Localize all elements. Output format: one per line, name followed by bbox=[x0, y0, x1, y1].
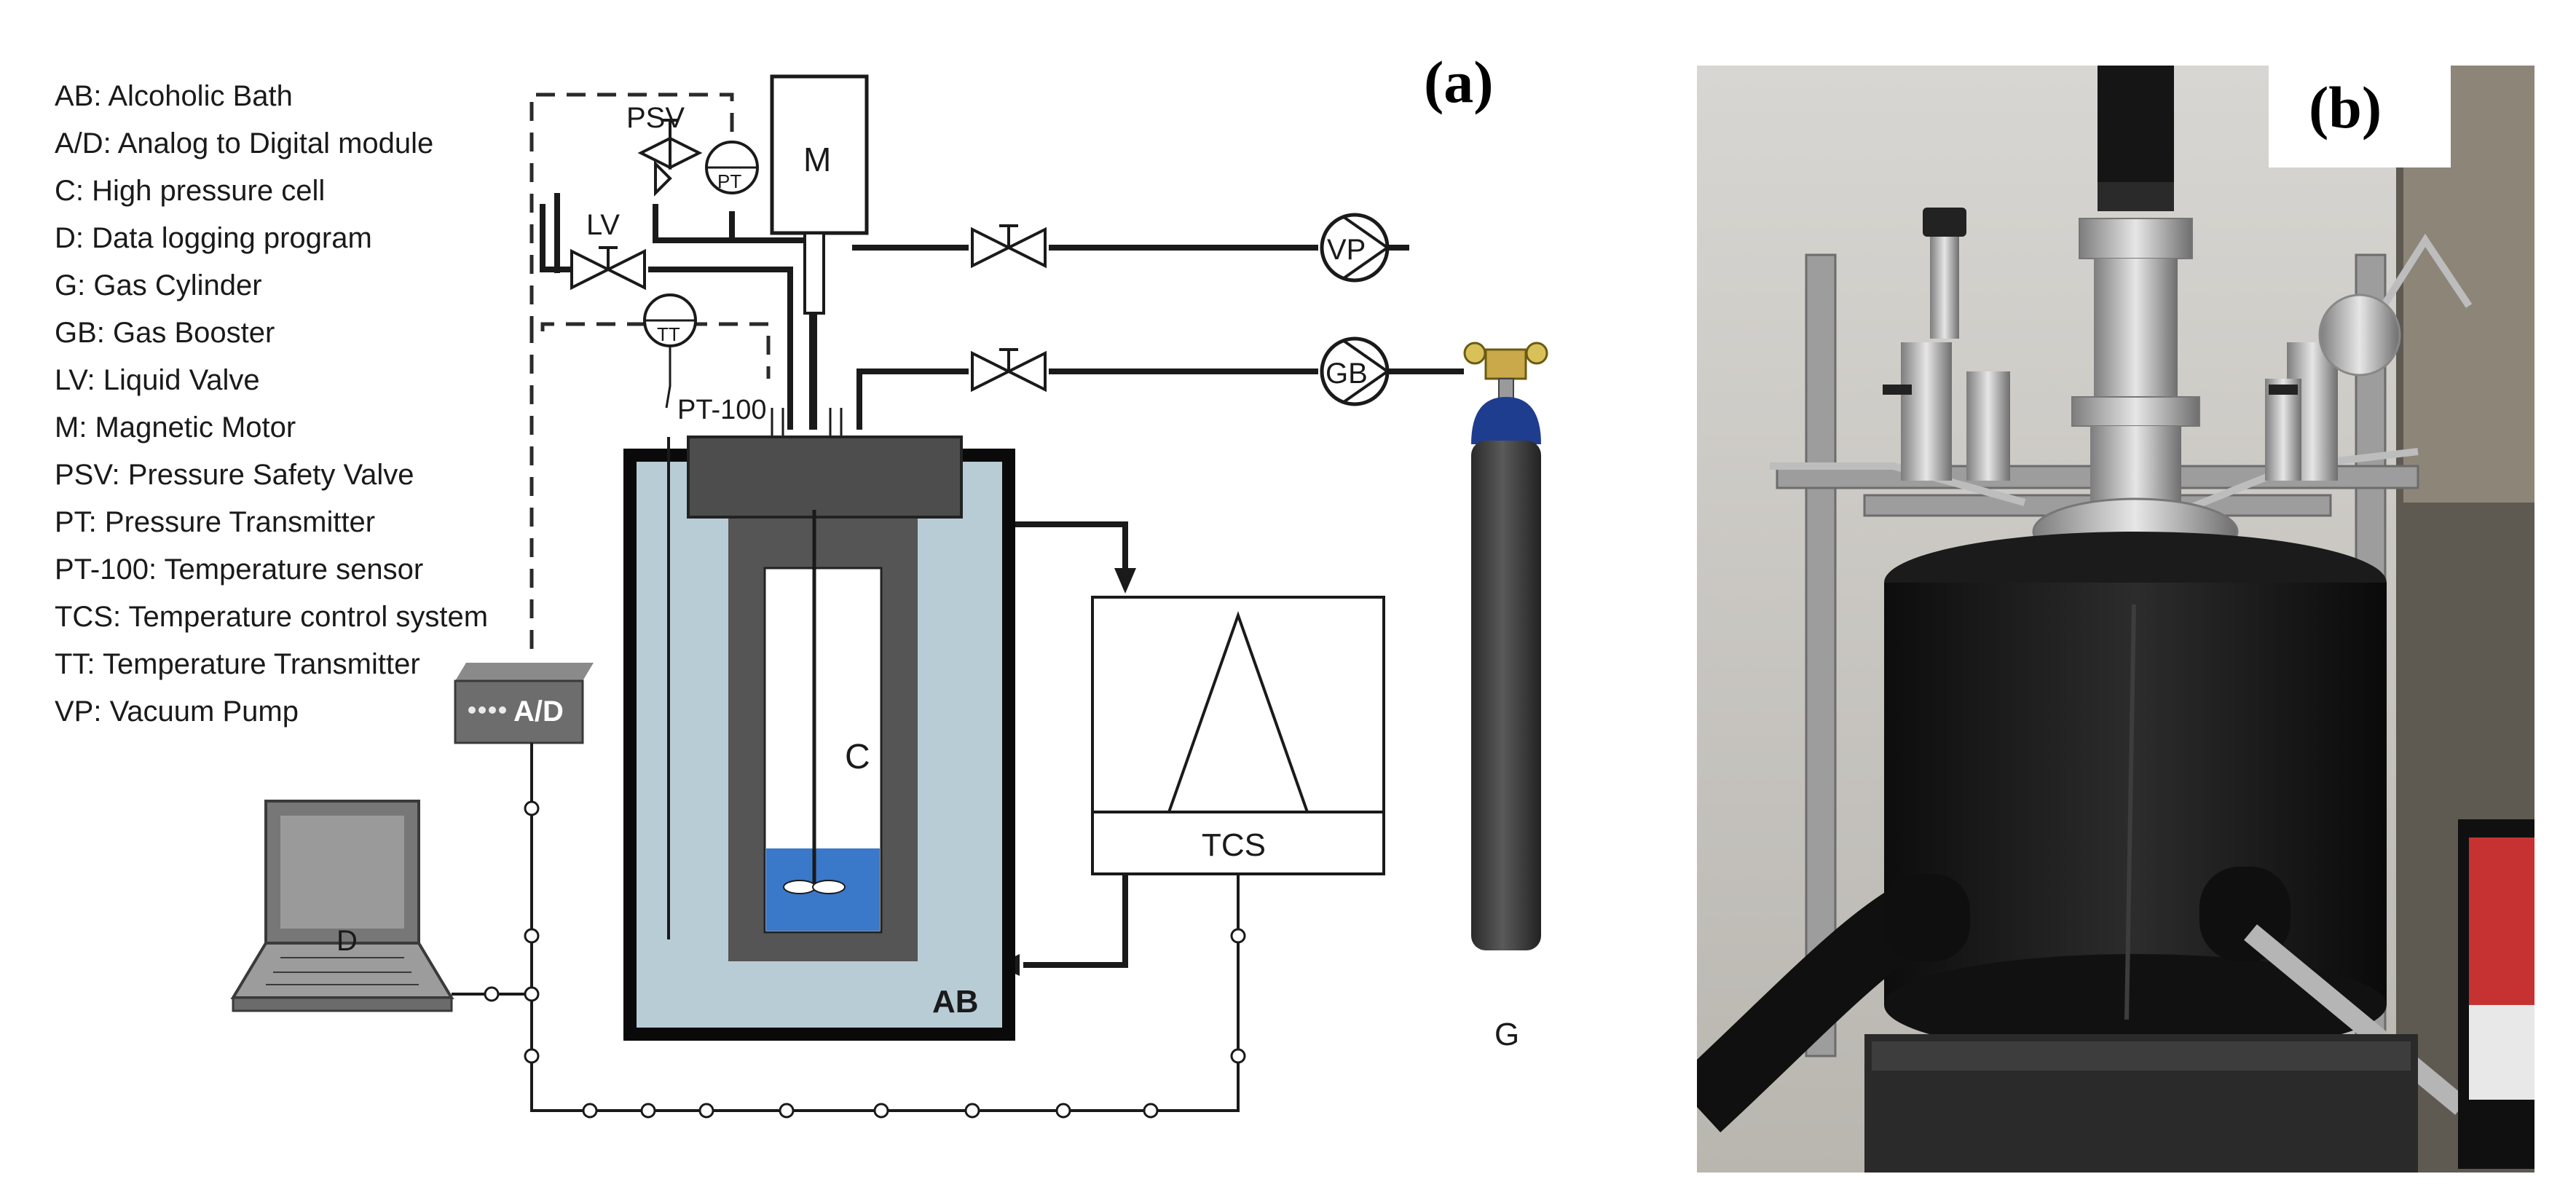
photo-rod bbox=[2244, 924, 2468, 1115]
vp-valve bbox=[971, 224, 1047, 269]
label-g: G bbox=[1494, 1017, 1519, 1052]
legend-item-c: C: High pressure cell bbox=[55, 175, 325, 207]
panel-a-label: (a) bbox=[1424, 49, 1494, 115]
label-pt: PT bbox=[717, 170, 741, 192]
gas-booster-tip bbox=[1342, 339, 1390, 403]
panel-b-photo: (b) bbox=[1697, 66, 2534, 1173]
legend-item-gb: GB: Gas Booster bbox=[55, 317, 275, 349]
photo-jacket-bottom bbox=[1884, 954, 2387, 1056]
pt100-wire bbox=[665, 346, 671, 409]
label-m: M bbox=[803, 141, 831, 178]
legend-item-m: M: Magnetic Motor bbox=[55, 411, 296, 444]
legend-item-g: G: Gas Cylinder bbox=[55, 269, 262, 302]
photo-valves bbox=[1883, 208, 2401, 481]
laptop bbox=[230, 800, 454, 1012]
pipes bbox=[540, 193, 1464, 968]
legend-item-tt: TT: Temperature Transmitter bbox=[55, 648, 420, 680]
motor-coupling bbox=[803, 232, 825, 315]
legend-item-psv: PSV: Pressure Safety Valve bbox=[55, 459, 414, 491]
legend-item-ab: AB: Alcoholic Bath bbox=[55, 80, 293, 112]
data-bus-nodes bbox=[484, 800, 1246, 1119]
gb-valve bbox=[971, 348, 1047, 393]
ad-module bbox=[454, 679, 584, 744]
panel-a: AB: Alcoholic Bath A/D: Analog to Digita… bbox=[55, 49, 1548, 1119]
legend-item-pt100: PT-100: Temperature sensor bbox=[55, 553, 423, 586]
label-tcs: TCS bbox=[1202, 827, 1266, 863]
legend-item-lv: LV: Liquid Valve bbox=[55, 364, 260, 396]
legend-item-d: D: Data logging program bbox=[55, 222, 372, 254]
pressure-safety-valve bbox=[637, 119, 703, 197]
liquid-valve bbox=[570, 246, 646, 291]
legend-item-tcs: TCS: Temperature control system bbox=[55, 601, 488, 633]
gas-cylinder bbox=[1471, 441, 1541, 950]
stirrer-impeller bbox=[783, 880, 846, 894]
legend: AB: Alcoholic Bath A/D: Analog to Digita… bbox=[55, 80, 488, 728]
ad-module-top bbox=[455, 663, 594, 681]
arrow-to-tcs bbox=[1114, 568, 1136, 594]
label-gb: GB bbox=[1326, 358, 1368, 390]
ad-module-ports bbox=[468, 706, 506, 714]
label-c: C bbox=[845, 738, 870, 776]
label-ad: A/D bbox=[513, 695, 564, 728]
label-d: D bbox=[336, 925, 358, 957]
label-tt: TT bbox=[657, 323, 680, 345]
label-vp: VP bbox=[1327, 234, 1366, 266]
gas-regulator bbox=[1463, 342, 1548, 401]
label-psv: PSV bbox=[626, 102, 685, 134]
panel-b-label-box bbox=[2269, 66, 2451, 168]
gas-cylinder-cap bbox=[1471, 397, 1541, 444]
signal-lines bbox=[529, 92, 771, 659]
vacuum-pump-tip bbox=[1342, 216, 1390, 280]
legend-item-vp: VP: Vacuum Pump bbox=[55, 695, 299, 728]
panel-b-label: (b) bbox=[2309, 74, 2382, 141]
label-ab: AB bbox=[932, 984, 979, 1020]
temperature-control-system bbox=[1091, 596, 1385, 875]
legend-item-pt: PT: Pressure Transmitter bbox=[55, 506, 375, 538]
tcs-triangle bbox=[1167, 610, 1309, 813]
label-pt100: PT-100 bbox=[677, 395, 767, 425]
label-lv: LV bbox=[586, 209, 620, 241]
cell-lid bbox=[687, 436, 963, 519]
legend-item-ad: A/D: Analog to Digital module bbox=[55, 127, 433, 159]
